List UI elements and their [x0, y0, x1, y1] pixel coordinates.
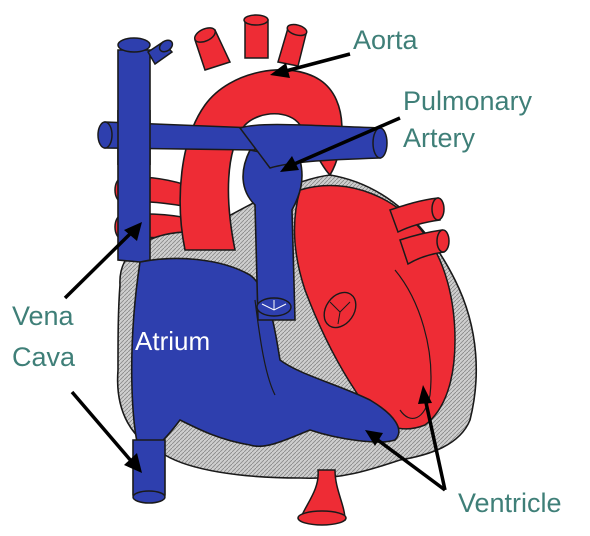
vena-cava-label-line2: Cava — [12, 342, 75, 373]
pulmonary-artery-label-line2: Artery — [403, 123, 475, 154]
pulmonary-valve — [257, 298, 291, 316]
ventricle-label: Ventricle — [458, 488, 562, 519]
aorta-label: Aorta — [353, 25, 418, 56]
atrium-label: Atrium — [135, 326, 210, 357]
pulmonary-artery-label-line1: Pulmonary — [403, 86, 532, 117]
vena-cava-label-line1: Vena — [12, 301, 74, 332]
